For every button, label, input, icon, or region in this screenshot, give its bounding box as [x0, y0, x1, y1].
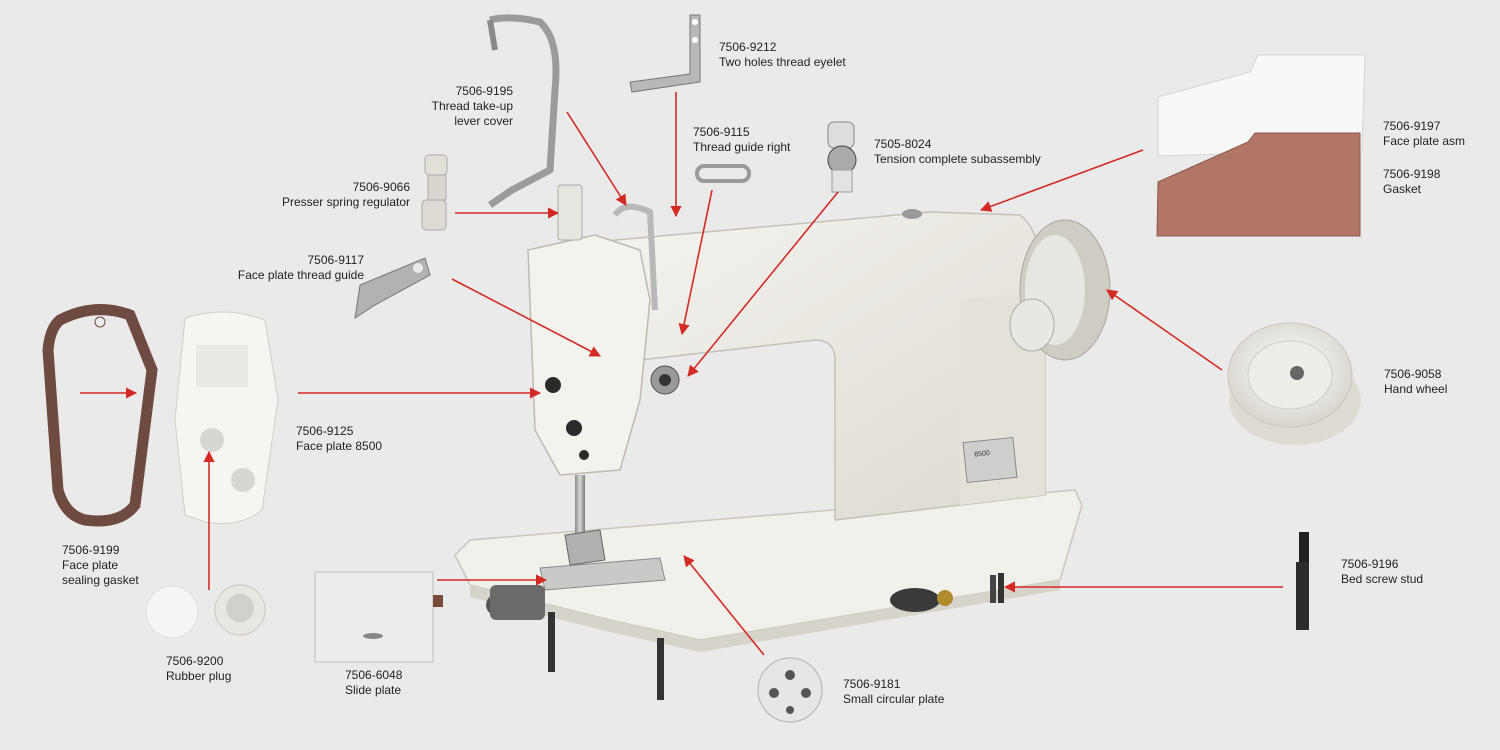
arrow-9115: [678, 189, 713, 336]
model-plate-text: 8500: [974, 450, 990, 459]
part-number: 7506-9212: [719, 40, 777, 54]
label-7506-9196: 7506-9196 Bed screw stud: [1341, 557, 1423, 587]
label-7506-9197: 7506-9197 Face plate asm: [1383, 119, 1465, 149]
part-name: sealing gasket: [62, 573, 139, 587]
part-name: Small circular plate: [843, 692, 945, 706]
part-number: 7506-9198: [1383, 167, 1441, 181]
part-9115-shape: [695, 164, 751, 183]
label-7506-9198: 7506-9198 Gasket: [1383, 167, 1440, 197]
part-number: 7506-9117: [307, 253, 365, 267]
part-name: Bed screw stud: [1341, 572, 1424, 586]
part-name: Rubber plug: [166, 669, 232, 683]
part-name: Face plate thread guide: [237, 268, 364, 282]
part-number: 7506-9195: [455, 84, 513, 98]
part-name: Face plate 8500: [296, 439, 383, 453]
label-7505-8024: 7505-8024 Tension complete subassembly: [874, 137, 1041, 167]
part-number: 7506-9199: [62, 543, 120, 557]
part-name: Two holes thread eyelet: [719, 55, 846, 69]
part-9195-shape: [487, 14, 560, 208]
part-name: Thread take-up: [431, 99, 513, 113]
part-number: 7506-9197: [1383, 119, 1441, 133]
part-9199-shape: [42, 304, 158, 527]
part-number: 7506-9058: [1384, 367, 1442, 381]
part-name: Face plate: [62, 558, 119, 572]
machine-arm: [558, 211, 1046, 521]
arrow-9195: [566, 111, 627, 206]
part-number: 7506-6048: [345, 668, 403, 682]
machine-head: [527, 234, 651, 476]
label-7506-9117: 7506-9117 Face plate thread guide: [204, 253, 364, 283]
part-number: 7506-9115: [693, 125, 750, 139]
part-9197-shape: [1157, 54, 1366, 157]
label-7506-9212: 7506-9212 Two holes thread eyelet: [719, 40, 846, 70]
part-name: Face plate asm: [1383, 134, 1466, 148]
part-9125-shape: [174, 311, 279, 524]
label-7506-9125: 7506-9125 Face plate 8500: [296, 424, 382, 454]
arrow-9197: [979, 149, 1144, 212]
part-name: lever cover: [454, 114, 513, 128]
part-name: Tension complete subassembly: [874, 152, 1041, 166]
label-7506-9181: 7506-9181 Small circular plate: [843, 677, 944, 707]
part-9200-shape: [145, 584, 266, 639]
part-9181-shape: [757, 657, 823, 723]
label-7506-6048: 7506-6048 Slide plate: [345, 668, 402, 698]
part-9066-shape: [421, 154, 448, 231]
part-9058-shape: [1227, 322, 1361, 445]
part-name: Slide plate: [345, 683, 402, 697]
arrow-8024: [687, 191, 839, 377]
sewing-machine: 8500: [454, 184, 1111, 700]
arrow-9058: [1106, 289, 1223, 371]
part-name: Thread guide right: [693, 140, 791, 154]
label-7506-9200: 7506-9200 Rubber plug: [166, 654, 231, 684]
part-9117-shape: [354, 257, 431, 320]
leader-arrows: [80, 92, 1283, 656]
part-name: Gasket: [1383, 182, 1422, 196]
arrow-9117: [451, 278, 601, 357]
part-number: 7506-9181: [843, 677, 901, 691]
part-number: 7506-9066: [352, 180, 410, 194]
part-9212-shape: [629, 14, 701, 93]
label-7506-9115: 7506-9115 Thread guide right: [693, 125, 790, 155]
label-7506-9199: 7506-9199 Face plate sealing gasket: [62, 543, 139, 588]
label-7506-9066: 7506-9066 Presser spring regulator: [250, 180, 410, 210]
part-number: 7506-9125: [296, 424, 354, 438]
part-8024-shape: [827, 121, 857, 193]
part-name: Presser spring regulator: [281, 195, 410, 209]
part-9196-shape: [1296, 532, 1309, 630]
label-7506-9058: 7506-9058 Hand wheel: [1384, 367, 1447, 397]
part-name: Hand wheel: [1384, 382, 1448, 396]
part-number: 7506-9196: [1341, 557, 1399, 571]
part-6048-shape: [314, 571, 443, 663]
part-number: 7506-9200: [166, 654, 224, 668]
part-9198-shape: [1156, 132, 1361, 237]
arrow-9181: [683, 555, 765, 656]
part-number: 7505-8024: [874, 137, 932, 151]
label-7506-9195: 7506-9195 Thread take-up lever cover: [380, 84, 513, 129]
